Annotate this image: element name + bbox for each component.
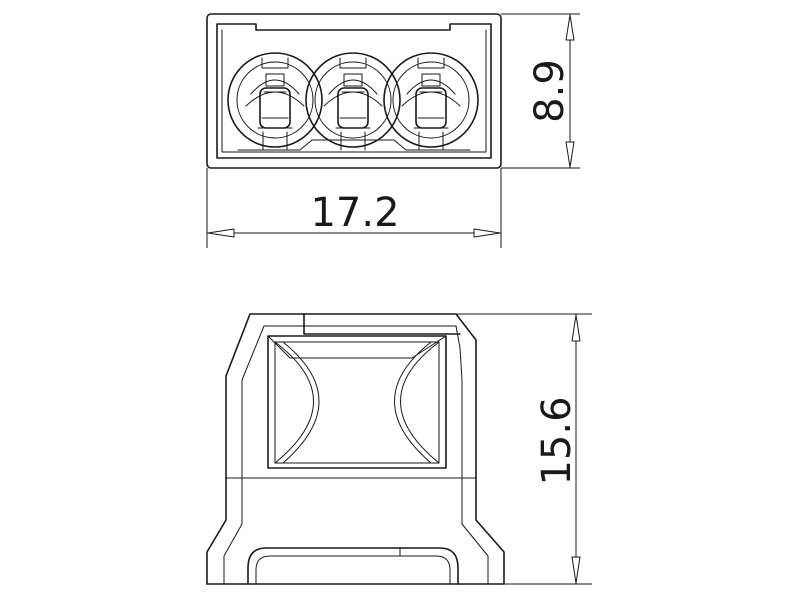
- arrowhead: [571, 314, 581, 342]
- top-view: 8.9 17.2: [206, 13, 580, 248]
- inner-wall-line: [221, 29, 487, 153]
- window-curve-right: [400, 341, 440, 464]
- side-view: 15.6: [206, 313, 592, 585]
- window-edges: [267, 335, 447, 469]
- housing-outline: [206, 13, 502, 169]
- window-curve-left: [274, 341, 314, 464]
- window-inner: [274, 341, 440, 464]
- window-bevel: [267, 335, 447, 359]
- arrowhead: [207, 228, 235, 238]
- dimension-top-height: 8.9: [501, 13, 580, 169]
- wire-port-2: [305, 52, 401, 151]
- arrowhead: [565, 14, 575, 41]
- arrowhead: [571, 556, 581, 584]
- side-inner-outline: [223, 325, 489, 585]
- wire-port-3: [383, 52, 479, 151]
- cavity-rail: [237, 139, 471, 151]
- arrowhead: [473, 228, 501, 238]
- dimension-label-side-height: 15.6: [534, 396, 580, 485]
- housing-inner-frame: [216, 23, 492, 159]
- arrowhead: [565, 141, 575, 168]
- window-frame: [267, 335, 447, 469]
- foot-opening: [247, 547, 459, 585]
- dimension-side-height: 15.6: [456, 313, 592, 585]
- lever: [303, 313, 461, 335]
- side-outline: [206, 313, 505, 585]
- dimension-label-top-height: 8.9: [527, 59, 573, 123]
- dimension-top-width: 17.2: [206, 168, 502, 248]
- wire-port-1: [227, 52, 323, 151]
- dimension-label-top-width: 17.2: [310, 190, 399, 236]
